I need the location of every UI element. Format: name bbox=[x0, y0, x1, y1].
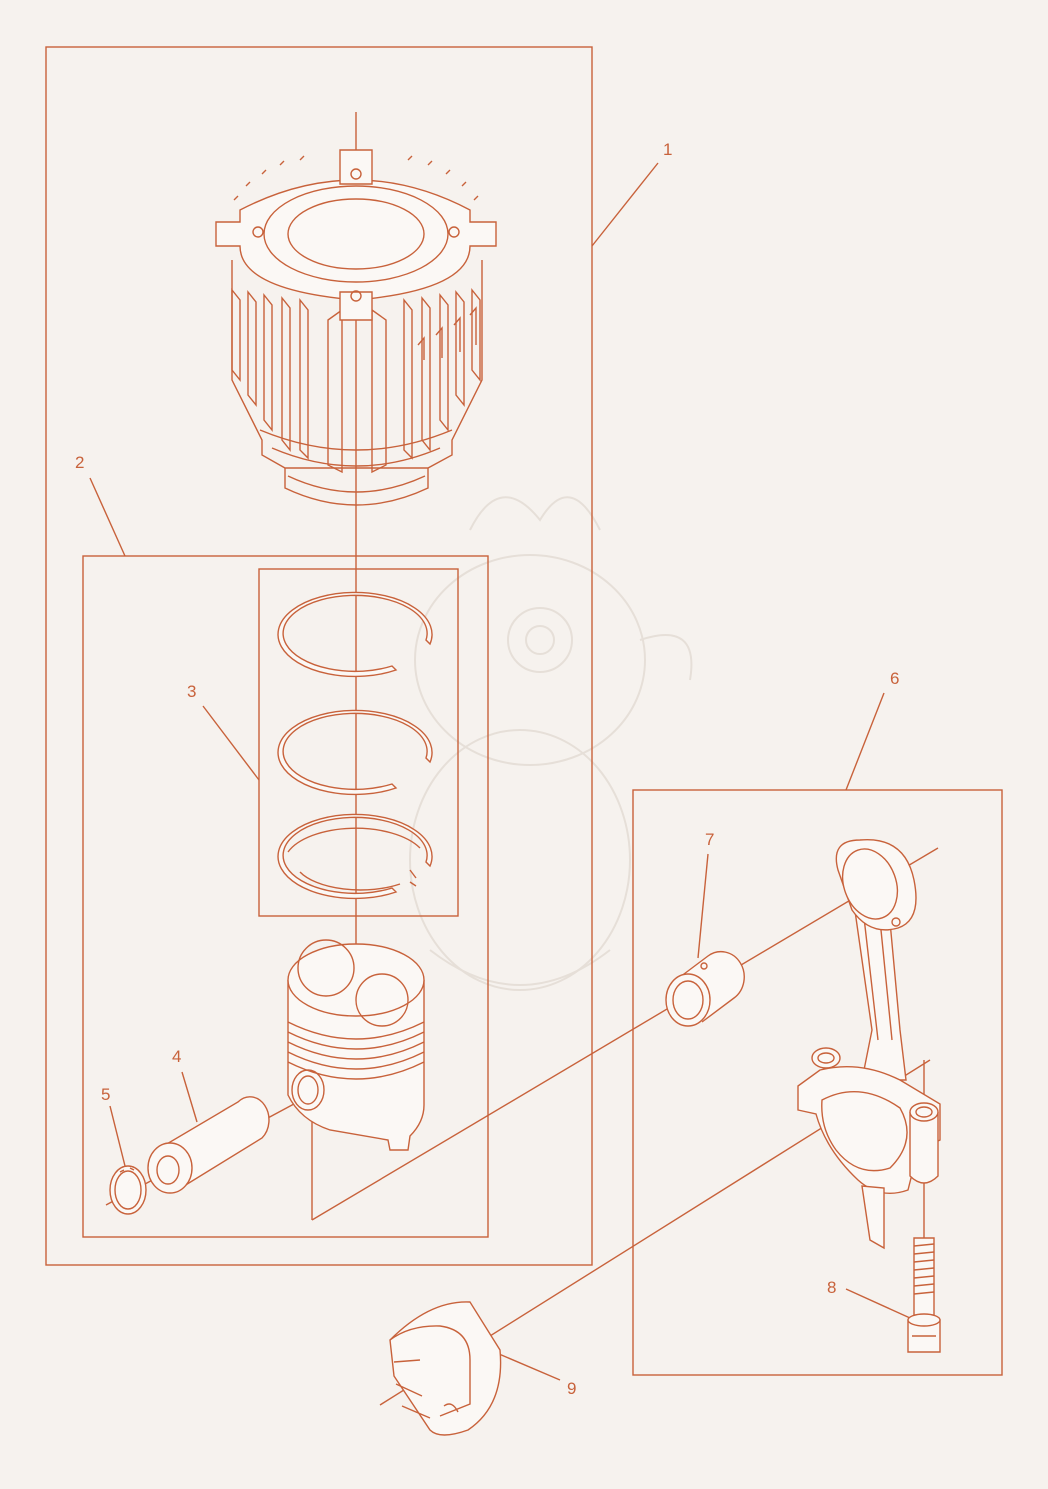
piston-ring bbox=[277, 591, 433, 678]
rod-bolt-part bbox=[907, 1237, 941, 1353]
callout-8: 8 bbox=[827, 1278, 836, 1297]
callout-3: 3 bbox=[187, 682, 196, 701]
cylinder-bore bbox=[263, 185, 449, 283]
cylinder-top-lug bbox=[339, 149, 373, 185]
cylinder-cooling-fins bbox=[231, 155, 481, 460]
leader-line-1 bbox=[591, 162, 659, 247]
piston-valve-recess bbox=[355, 973, 409, 1027]
cylinder-window-left bbox=[327, 308, 343, 474]
leader-line-3 bbox=[202, 705, 260, 781]
group-frame-6 bbox=[632, 789, 1003, 1376]
leader-line-4 bbox=[181, 1071, 198, 1123]
callout-5: 5 bbox=[101, 1085, 110, 1104]
rod-big-end bbox=[797, 1066, 941, 1194]
cylinder-stud-hole bbox=[448, 226, 460, 238]
callout-7: 7 bbox=[705, 830, 714, 849]
leader-line-8 bbox=[845, 1288, 911, 1319]
leader-line-5 bbox=[109, 1105, 127, 1171]
piston-crown bbox=[287, 943, 425, 1017]
small-end-bushing-part bbox=[665, 951, 745, 1027]
callout-6: 6 bbox=[890, 669, 899, 688]
callout-2: 2 bbox=[75, 453, 84, 472]
callout-9: 9 bbox=[567, 1379, 576, 1398]
piston-valve-recess bbox=[297, 939, 355, 997]
group-frame-2 bbox=[82, 555, 489, 1238]
watermark-image bbox=[409, 496, 693, 991]
circlip-part bbox=[109, 1165, 147, 1215]
cylinder-part bbox=[215, 149, 497, 506]
cylinder-stud-hole bbox=[350, 290, 362, 302]
assembly-axis-bushing bbox=[311, 847, 939, 1221]
leader-line-6 bbox=[845, 692, 885, 791]
callout-1: 1 bbox=[663, 140, 672, 159]
piston-ring bbox=[277, 709, 433, 796]
cylinder-skirt bbox=[284, 468, 429, 506]
piston-body-outline bbox=[287, 980, 425, 1151]
piston-pin-end bbox=[147, 1142, 193, 1194]
leader-line-2 bbox=[89, 477, 126, 557]
piston-rings-part bbox=[277, 591, 433, 900]
piston-part bbox=[287, 939, 425, 1151]
leader-line-7 bbox=[697, 853, 709, 959]
rod-bolt-boss bbox=[909, 1112, 939, 1184]
cylinder-stud-hole bbox=[350, 168, 362, 180]
cylinder-window-right bbox=[371, 308, 387, 474]
cylinder-body-outline bbox=[231, 260, 483, 469]
piston-ring bbox=[277, 813, 433, 900]
callout-4: 4 bbox=[172, 1047, 181, 1066]
piston-pin-part bbox=[147, 1096, 270, 1194]
rod-dipper bbox=[861, 1185, 885, 1250]
connecting-rod-part bbox=[797, 838, 941, 1250]
bearing-shell-part bbox=[389, 1301, 502, 1436]
cylinder-stud-hole bbox=[252, 226, 264, 238]
group-frame-3 bbox=[258, 568, 459, 917]
group-frame-1 bbox=[45, 46, 593, 1266]
piston-pin-bore bbox=[291, 1069, 325, 1111]
